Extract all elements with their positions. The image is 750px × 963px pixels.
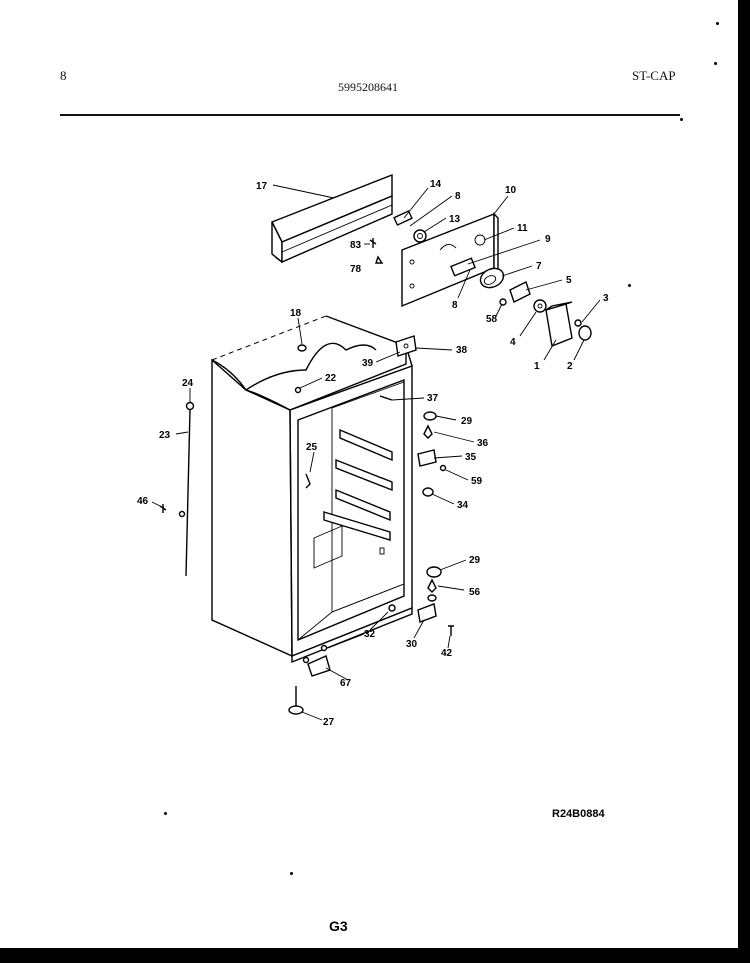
exploded-parts-drawing: 17 14 8 13 83 78 10 11 9 7 8 5 58 3 4 1 … — [137, 173, 609, 728]
scan-speck — [714, 62, 717, 65]
callout-34: 34 — [457, 500, 469, 511]
document-number: 5995208641 — [338, 80, 398, 94]
callout-59: 59 — [471, 476, 483, 487]
callout-13: 13 — [449, 214, 461, 225]
callout-2: 2 — [567, 361, 573, 372]
top-hinge-part — [395, 335, 417, 357]
thermostat-part — [533, 299, 592, 347]
callout-83: 83 — [350, 240, 362, 251]
callout-14: 14 — [430, 179, 442, 190]
callout-8-lower: 8 — [452, 300, 458, 311]
callout-37: 37 — [427, 393, 439, 404]
callout-22: 22 — [325, 373, 337, 384]
scan-speck — [290, 872, 293, 875]
callout-32: 32 — [364, 629, 376, 640]
callout-78: 78 — [350, 264, 362, 275]
lower-hardware — [417, 566, 454, 636]
page-code: G3 — [329, 918, 348, 934]
callout-labels: 17 14 8 13 83 78 10 11 9 7 8 5 58 3 4 1 … — [137, 179, 609, 728]
callout-35: 35 — [465, 452, 477, 463]
callout-58: 58 — [486, 314, 498, 325]
callout-46: 46 — [137, 496, 149, 507]
control-panel-part — [401, 212, 499, 308]
scan-speck — [628, 284, 631, 287]
right-side-hardware — [379, 395, 447, 497]
drawing-reference-code: R24B0884 — [552, 808, 605, 820]
callout-27: 27 — [323, 717, 335, 728]
callout-25: 25 — [306, 442, 318, 453]
leader-lines — [151, 184, 601, 721]
scan-speck — [716, 22, 719, 25]
callout-36: 36 — [477, 438, 489, 449]
callout-4: 4 — [510, 337, 516, 348]
callout-56: 56 — [469, 587, 481, 598]
callout-18: 18 — [290, 308, 302, 319]
control-knob-assembly — [479, 267, 531, 306]
callout-7: 7 — [536, 261, 542, 272]
header-rule — [60, 114, 680, 116]
callout-38: 38 — [456, 345, 468, 356]
callout-23: 23 — [159, 430, 171, 441]
callout-3: 3 — [603, 293, 609, 304]
screw-46 — [159, 504, 167, 513]
callout-8: 8 — [455, 191, 461, 202]
small-inner-parts — [294, 344, 311, 489]
thermostat-hardware — [369, 210, 427, 264]
callout-5: 5 — [566, 275, 572, 286]
callout-39: 39 — [362, 358, 374, 369]
door-stop-rod — [178, 401, 195, 577]
parts-diagram-sheet: 8 5995208641 ST-CAP — [0, 0, 738, 948]
callout-29: 29 — [461, 416, 473, 427]
callout-11: 11 — [517, 223, 528, 234]
callout-67: 67 — [340, 678, 352, 689]
callout-29-lower: 29 — [469, 555, 481, 566]
callout-1: 1 — [534, 361, 540, 372]
callout-10: 10 — [505, 185, 517, 196]
callout-42: 42 — [441, 648, 453, 659]
callout-9: 9 — [545, 234, 551, 245]
page-number: 8 — [60, 68, 67, 83]
bottom-hardware — [288, 604, 396, 715]
callout-24: 24 — [182, 378, 194, 389]
callout-17: 17 — [256, 181, 268, 192]
callout-30: 30 — [406, 639, 418, 650]
scan-speck — [680, 118, 683, 121]
top-cover-part — [271, 173, 393, 264]
scan-speck — [164, 812, 167, 815]
model-code: ST-CAP — [632, 68, 676, 83]
refrigerator-cabinet — [211, 315, 413, 664]
